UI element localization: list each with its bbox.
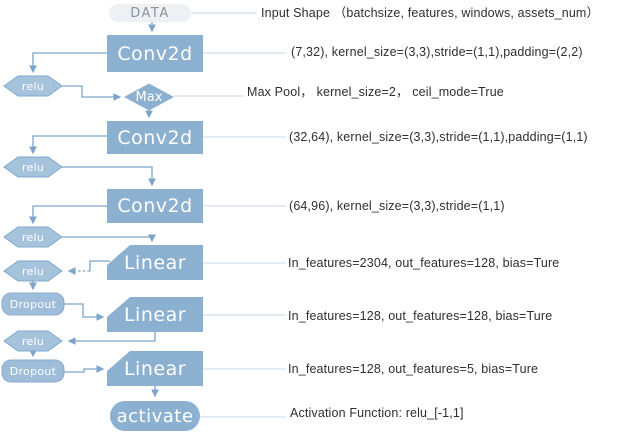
node-shape-linear2 [107, 297, 203, 332]
annotation-linear1-params: In_features=2304, out_features=128, bias… [288, 256, 560, 270]
node-shape-dropout2 [1, 359, 65, 383]
annotation-linear3-params: In_features=128, out_features=5, bias=Tu… [288, 362, 539, 376]
annotation-conv2-params: (32,64), kernel_size=(3,3),stride=(1,1),… [289, 130, 588, 144]
node-shape-linear3 [107, 351, 203, 386]
arrow-relu2-to-conv3 [62, 166, 156, 187]
arrow-conv1-to-relu1 [29, 52, 107, 74]
node-shape-relu3 [3, 226, 63, 248]
node-shape-relu5 [3, 330, 63, 352]
annotation-input-shape: Input Shape （batchsize, features, window… [261, 6, 600, 20]
arrow-linear2-to-relu5 [67, 332, 156, 345]
node-shape-linear1 [107, 245, 203, 280]
annotation-conv1-params: (7,32), kernel_size=(3,3),stride=(1,1),p… [291, 45, 583, 59]
arrow-dropout1-to-linear2 [64, 303, 105, 321]
node-shape-relu1 [3, 75, 63, 97]
arrow-relu1-to-max [62, 85, 122, 101]
annotation-linear2-params: In_features=128, out_features=128, bias=… [288, 309, 553, 323]
node-shape-activate [110, 401, 200, 431]
arrow-dropout2-to-linear3 [64, 365, 105, 373]
annotation-maxpool-params: Max Pool， kernel_size=2， ceil_mode=True [247, 85, 504, 99]
node-shape-conv1 [107, 35, 203, 72]
arrow-linear1-to-relu4-elbow [89, 260, 110, 271]
node-shape-relu4 [3, 260, 63, 282]
node-shape-data [109, 4, 191, 22]
node-shape-conv3 [107, 189, 203, 223]
arrow-relu3-to-linear1 [62, 234, 156, 243]
arrow-conv3-to-relu3 [29, 205, 107, 225]
node-shape-dropout1 [1, 292, 65, 316]
node-shape-relu2 [3, 156, 63, 178]
annotation-activation-function: Activation Function: relu_[-1,1] [290, 406, 464, 420]
arrow-conv2-to-relu2 [29, 135, 107, 155]
annotation-connectors [174, 12, 286, 418]
node-shape-max [124, 83, 174, 111]
annotation-conv3-params: (64,96), kernel_size=(3,3),stride=(1,1) [289, 199, 505, 213]
flow-connectors [29, 22, 159, 398]
node-shape-conv2 [107, 121, 203, 154]
